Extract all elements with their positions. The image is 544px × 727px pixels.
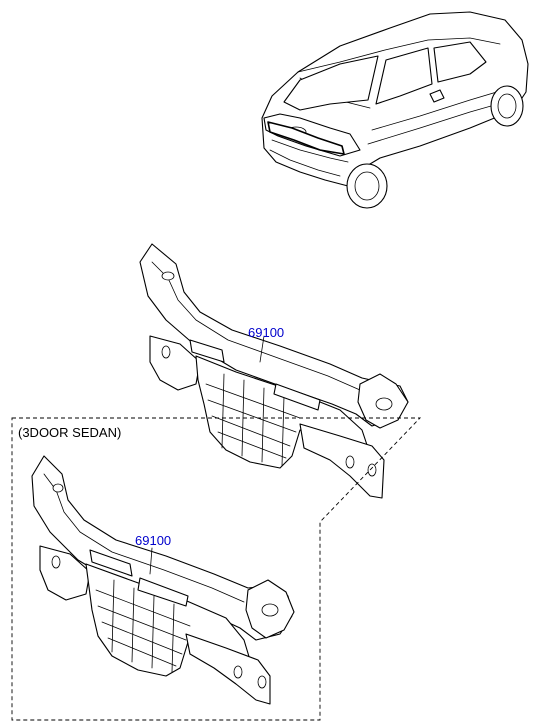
variant-label: (3DOOR SEDAN) <box>18 425 121 440</box>
upper-back-panel <box>139 243 409 499</box>
sedan-variant-group <box>11 417 422 721</box>
part-number-label-sedan[interactable]: 69100 <box>135 533 171 548</box>
part-number-label[interactable]: 69100 <box>248 325 284 340</box>
variant-dashed-outline <box>11 417 422 721</box>
car-illustration <box>261 11 529 209</box>
